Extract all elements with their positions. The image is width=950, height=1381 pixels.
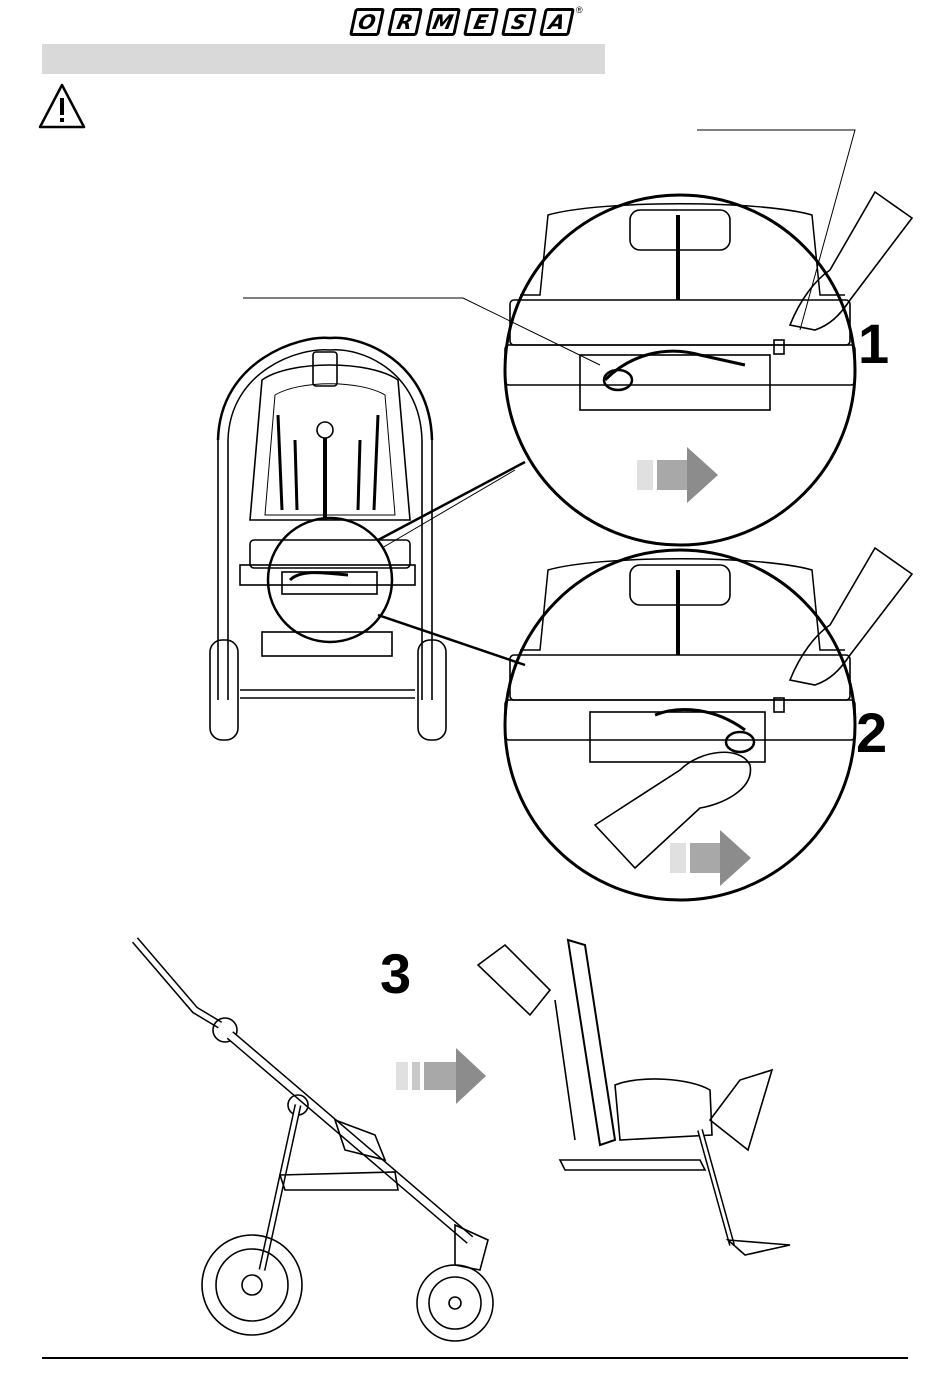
stroller-frame-side-view <box>135 940 493 1341</box>
step-number-2: 2 <box>856 705 887 761</box>
footer-divider <box>42 1357 908 1359</box>
detail-circle-step1 <box>505 192 912 545</box>
step-number-3: 3 <box>380 946 411 1002</box>
right-arrow-icon <box>637 447 718 503</box>
stroller-front-view <box>210 338 446 740</box>
step-number-1: 1 <box>858 316 889 372</box>
right-arrow-icon <box>670 830 751 886</box>
right-arrow-icon <box>396 1048 486 1104</box>
seat-unit-view <box>478 940 790 1255</box>
